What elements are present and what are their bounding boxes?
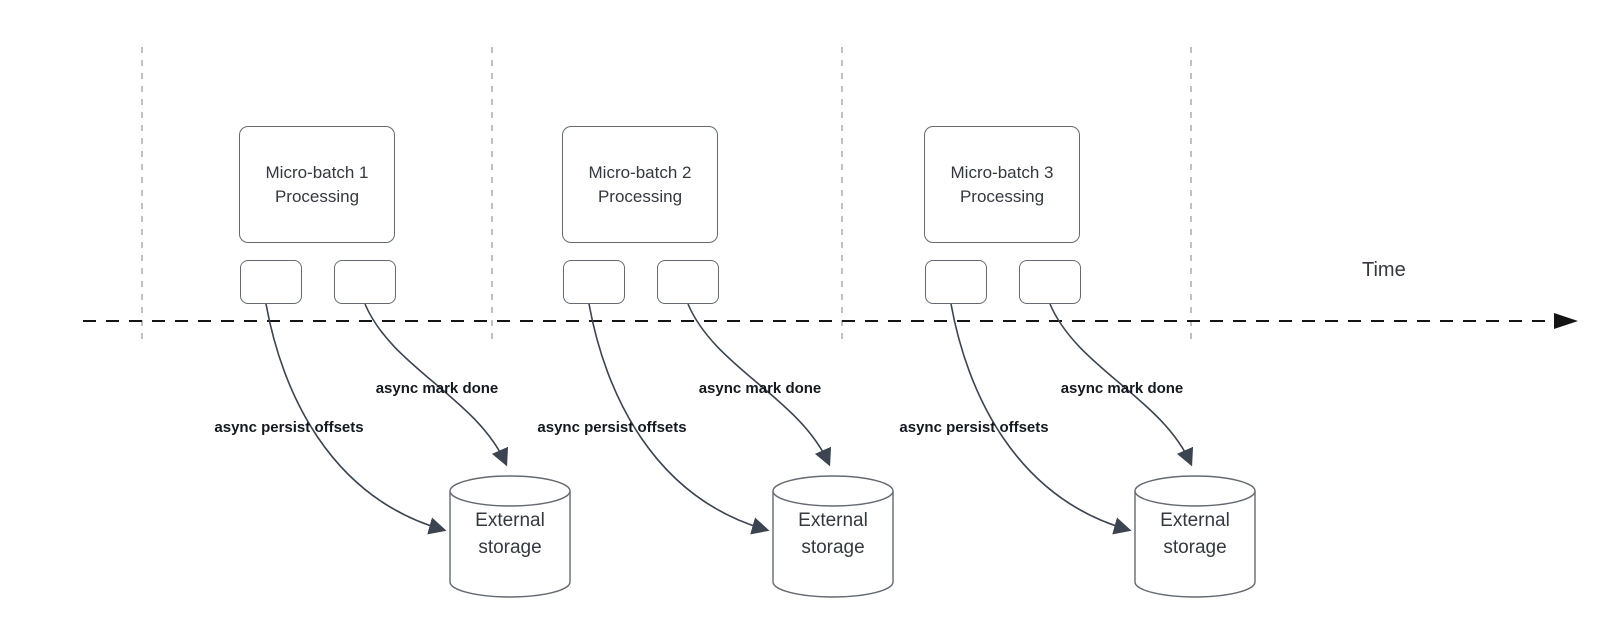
storage-cylinder-body bbox=[449, 491, 571, 598]
micro-batch-title: Micro-batch 2 bbox=[588, 162, 692, 182]
done-task-node bbox=[657, 260, 719, 304]
time-axis-arrowhead-icon bbox=[1554, 313, 1578, 329]
storage-cylinder-top bbox=[449, 475, 571, 507]
persist-task-node bbox=[563, 260, 625, 304]
external-storage-label: External storage bbox=[1160, 510, 1230, 558]
mark-done-arrow bbox=[1049, 303, 1194, 467]
persist-offsets-label: async persist offsets bbox=[537, 419, 687, 436]
persist-offsets-label: async persist offsets bbox=[899, 419, 1049, 436]
interval-guides bbox=[141, 47, 1192, 341]
micro-batch-title: Micro-batch 3 bbox=[950, 162, 1054, 182]
persist-task-node bbox=[240, 260, 302, 304]
batch3-shapes bbox=[950, 303, 1256, 598]
storage-cylinder-top bbox=[1134, 475, 1256, 507]
persist-offsets-arrow bbox=[950, 303, 1132, 535]
batch1-shapes bbox=[265, 303, 571, 598]
done-task-node bbox=[1019, 260, 1081, 304]
done-task-node bbox=[334, 260, 396, 304]
micro-batch-1-node: Micro-batch 1 Processing bbox=[239, 126, 395, 243]
storage-cylinder-body bbox=[772, 491, 894, 598]
mark-done-label: async mark done bbox=[698, 380, 822, 397]
micro-batch-3-node: Micro-batch 3 Processing bbox=[924, 126, 1080, 243]
micro-batch-title: Micro-batch 1 bbox=[265, 162, 369, 182]
persist-offsets-arrow bbox=[588, 303, 770, 535]
micro-batch-subtitle: Processing bbox=[274, 186, 360, 206]
storage-cylinder-body bbox=[1134, 491, 1256, 598]
storage-cylinder-top bbox=[772, 475, 894, 507]
batch2-shapes bbox=[588, 303, 894, 598]
mark-done-arrow bbox=[364, 303, 509, 467]
external-storage-label: External storage bbox=[798, 510, 868, 558]
mark-done-label: async mark done bbox=[1060, 380, 1184, 397]
mark-done-arrow bbox=[687, 303, 832, 467]
persist-offsets-label: async persist offsets bbox=[214, 419, 364, 436]
micro-batch-subtitle: Processing bbox=[959, 186, 1045, 206]
micro-batch-2-node: Micro-batch 2 Processing bbox=[562, 126, 718, 243]
micro-batch-subtitle: Processing bbox=[597, 186, 683, 206]
time-axis-label: Time bbox=[1362, 259, 1406, 281]
persist-task-node bbox=[925, 260, 987, 304]
mark-done-label: async mark done bbox=[375, 380, 499, 397]
persist-offsets-arrow bbox=[265, 303, 447, 535]
external-storage-label: External storage bbox=[475, 510, 545, 558]
